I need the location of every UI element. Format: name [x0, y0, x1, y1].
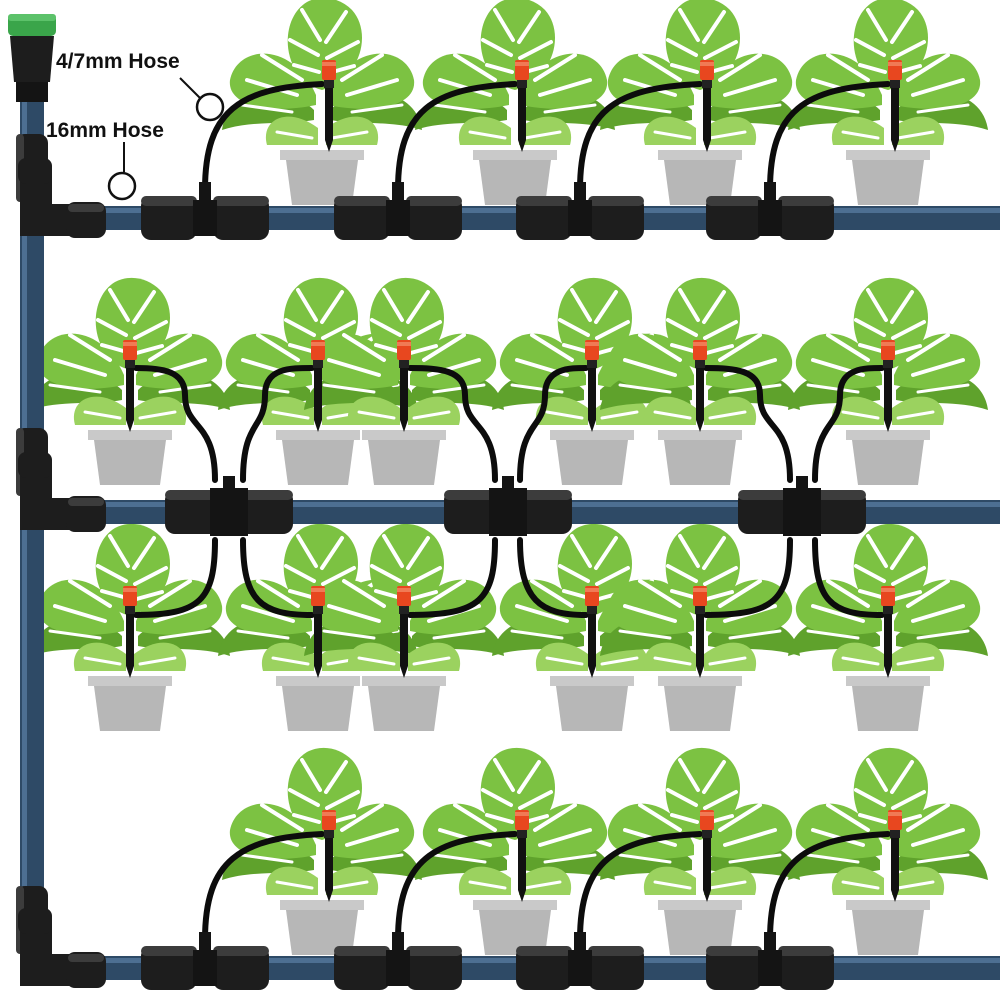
small-hose-label: 4/7mm Hose: [56, 50, 180, 73]
monstera-plant-icon: [786, 745, 990, 957]
monstera-plant-icon: [413, 0, 617, 207]
micro-hoses: [133, 81, 891, 943]
elbow-connector-icon: [18, 452, 106, 532]
plant-row-1: [220, 0, 990, 207]
cross-connector-icon: [165, 476, 293, 536]
cross-connector-icon: [444, 476, 572, 536]
tee-connector-icon: [141, 182, 269, 240]
monstera-plant-icon: [786, 0, 990, 207]
monstera-plant-icon: [220, 745, 424, 957]
tee-connector-icon: [141, 932, 269, 990]
monstera-plant-icon: [220, 0, 424, 207]
main-hose-label: 16mm Hose: [46, 119, 164, 142]
fittings: [8, 14, 866, 990]
faucet-adapter-icon: [8, 14, 56, 102]
elbow-connector-icon: [18, 158, 106, 238]
plant-row-4: [220, 745, 990, 957]
cross-connector-icon: [738, 476, 866, 536]
elbow-connector-icon: [18, 908, 106, 988]
plant-row-3: [28, 521, 990, 733]
callout-small-hose: 4/7mm Hose: [56, 50, 225, 122]
callout-main-hose: 16mm Hose: [46, 119, 164, 201]
monstera-plant-icon: [413, 745, 617, 957]
